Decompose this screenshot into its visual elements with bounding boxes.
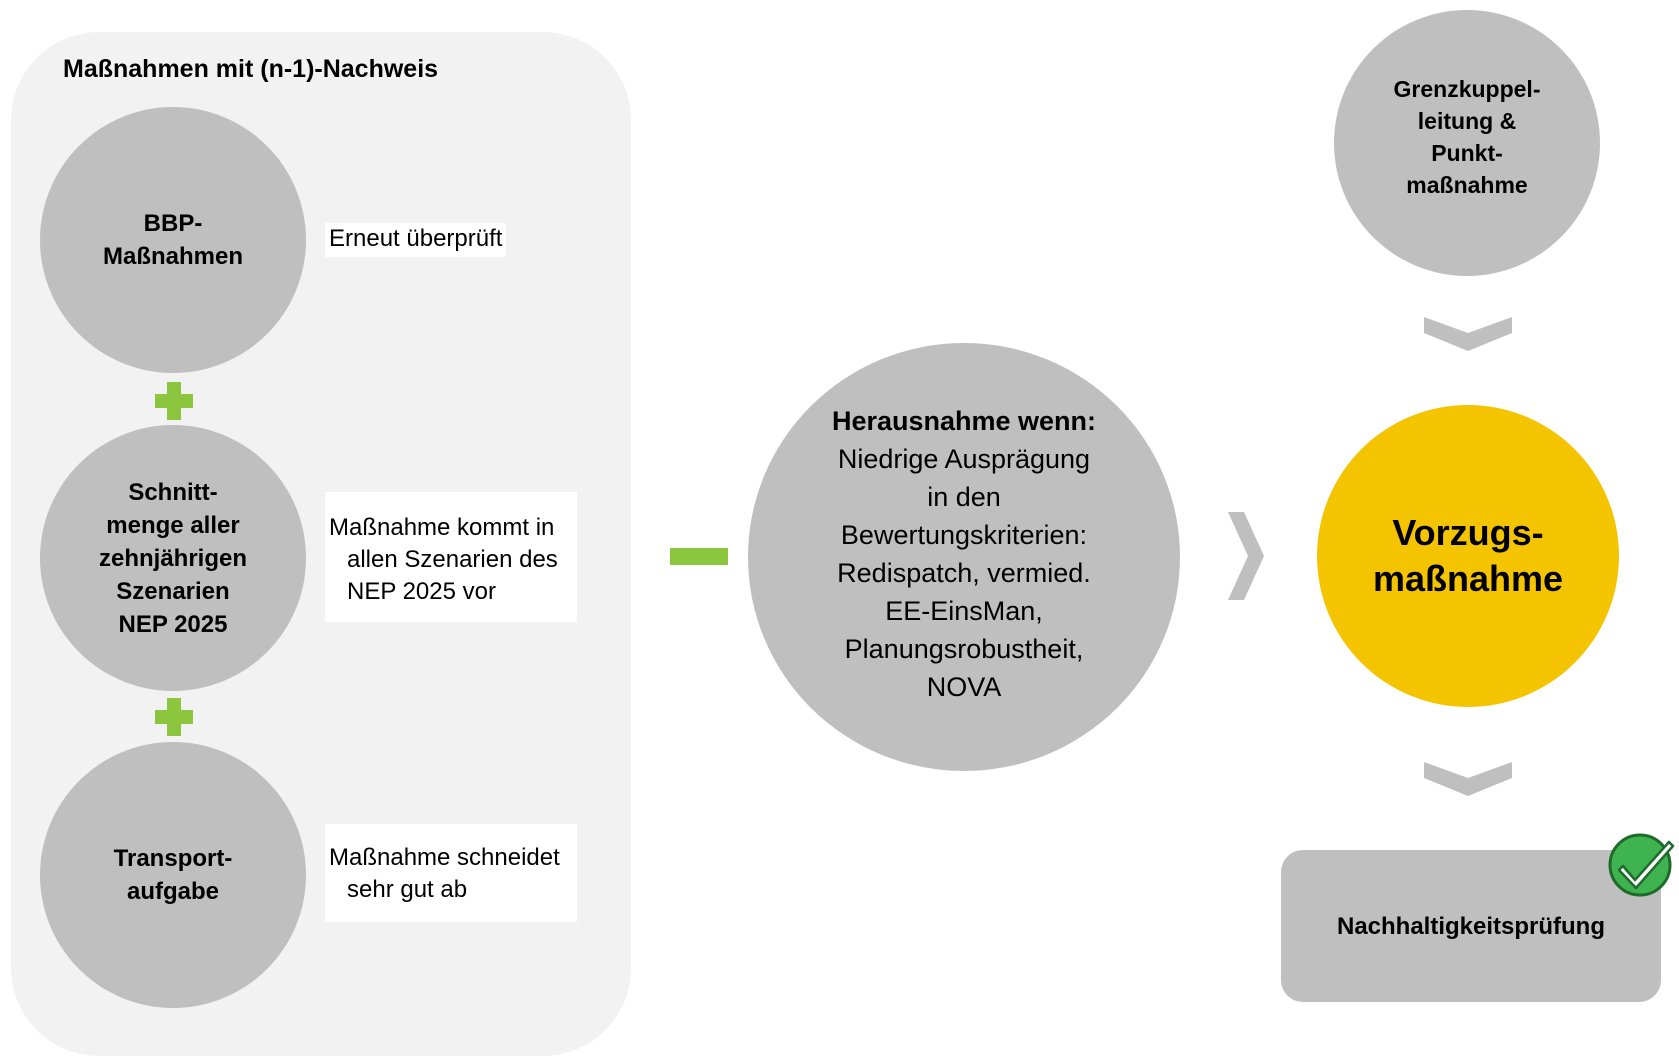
circle-line: Maßnahmen — [102, 243, 243, 270]
preferred-measure-circle: Vorzugs- maßnahme — [1317, 405, 1619, 707]
circle-line: Szenarien — [116, 577, 230, 605]
exclusion-line: in den — [927, 482, 1001, 512]
note-line: allen Szenarien des — [347, 546, 558, 573]
note-performs-well: Maßnahme schneidet sehr gut ab — [325, 824, 577, 922]
border-line: leitung & — [1417, 108, 1517, 134]
exclusion-line: Bewertungskriterien: — [840, 520, 1088, 550]
note-line: Erneut überprüft — [329, 225, 503, 252]
minus-icon — [670, 548, 728, 565]
chevron-down-icon — [1424, 317, 1512, 351]
circle-line: aufgabe — [126, 878, 219, 905]
circle-line: BBP- — [143, 210, 203, 237]
note-rechecked: Erneut überprüft — [325, 223, 507, 257]
preferred-line: Vorzugs- — [1392, 512, 1544, 553]
note-line: Maßnahme schneidet — [329, 844, 560, 871]
chevron-down-icon — [1424, 762, 1512, 796]
circle-line: zehnjährigen — [98, 544, 248, 572]
border-line: maßnahme — [1406, 172, 1528, 198]
exclusion-line: NOVA — [926, 672, 1002, 702]
note-all-scenarios: Maßnahme kommt in allen Szenarien des NE… — [325, 492, 577, 622]
exclusion-line: Planungsrobustheit, — [844, 634, 1084, 664]
border-line: Grenzkuppel- — [1393, 76, 1541, 102]
bbp-measures-circle: BBP- Maßnahmen — [40, 107, 306, 373]
exclusion-heading: Herausnahme wenn: — [831, 406, 1097, 436]
plus-icon — [155, 382, 193, 420]
intersection-scenarios-circle: Schnitt- menge aller zehnjährigen Szenar… — [40, 425, 306, 691]
circle-line: Schnitt- — [128, 478, 218, 506]
note-line: sehr gut ab — [347, 876, 468, 903]
note-line: Maßnahme kommt in — [329, 514, 555, 541]
checkmark-icon — [1608, 833, 1675, 897]
panel-title: Maßnahmen mit (n-1)-Nachweis — [63, 55, 439, 83]
chevron-right-icon — [1228, 512, 1264, 600]
circle-line: NEP 2025 — [118, 610, 228, 638]
exclusion-circle: Herausnahme wenn: Niedrige Ausprägung in… — [748, 343, 1180, 771]
border-coupling-circle: Grenzkuppel- leitung & Punkt- maßnahme — [1334, 10, 1600, 276]
exclusion-line: EE-EinsMan, — [885, 596, 1043, 626]
circle-line: Transport- — [113, 845, 233, 872]
plus-icon — [155, 698, 193, 736]
sustainability-check-box: Nachhaltigkeitsprüfung — [1281, 850, 1661, 1002]
sustainability-label: Nachhaltigkeitsprüfung — [1336, 913, 1606, 940]
circle-line: menge aller — [106, 511, 240, 539]
note-line: NEP 2025 vor — [347, 578, 496, 605]
border-line: Punkt- — [1431, 140, 1503, 166]
exclusion-line: Niedrige Ausprägung — [837, 444, 1091, 474]
exclusion-line: Redispatch, vermied. — [837, 558, 1091, 588]
transport-task-circle: Transport- aufgabe — [40, 742, 306, 1008]
preferred-line: maßnahme — [1372, 558, 1564, 599]
